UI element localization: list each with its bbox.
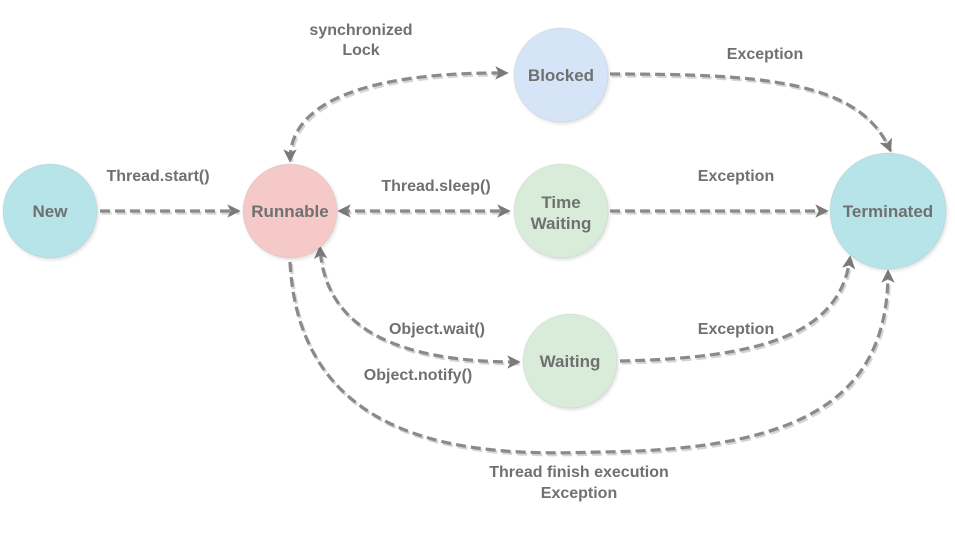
edge-runnable-blocked bbox=[283, 66, 509, 163]
edge-runnable-waiting bbox=[313, 245, 521, 369]
edge-waiting-to-terminated bbox=[619, 255, 856, 363]
label-lock: Lock bbox=[342, 42, 379, 59]
state-runnable-circle bbox=[242, 163, 338, 259]
label-object-wait: Object.wait() bbox=[389, 321, 485, 338]
label-waiting-exception: Exception bbox=[698, 321, 774, 338]
label-thread-start: Thread.start() bbox=[106, 168, 209, 185]
label-blocked-exception: Exception bbox=[727, 46, 803, 63]
state-time-waiting-circle bbox=[513, 163, 609, 259]
state-time-waiting-label-line2: Waiting bbox=[531, 214, 592, 233]
state-blocked: Blocked bbox=[513, 27, 609, 123]
state-waiting-circle bbox=[522, 313, 618, 409]
state-new-label: New bbox=[33, 202, 69, 221]
edge-labels: Thread.start() synchronized Lock Thread.… bbox=[106, 22, 803, 502]
state-time-waiting: Time Waiting bbox=[513, 163, 609, 259]
state-new: New bbox=[2, 163, 98, 259]
state-terminated: Terminated bbox=[829, 152, 947, 270]
label-synchronized: synchronized bbox=[309, 22, 412, 39]
state-runnable: Runnable bbox=[242, 163, 338, 259]
label-thread-sleep: Thread.sleep() bbox=[381, 178, 490, 195]
state-waiting: Waiting bbox=[522, 313, 618, 409]
state-terminated-label: Terminated bbox=[843, 202, 933, 221]
label-thread-finish-execution: Thread finish execution bbox=[489, 464, 669, 481]
label-time-waiting-exception: Exception bbox=[698, 168, 774, 185]
state-time-waiting-label-line1: Time bbox=[541, 193, 580, 212]
label-object-notify: Object.notify() bbox=[364, 367, 472, 384]
state-terminated-circle bbox=[829, 152, 947, 270]
state-runnable-label: Runnable bbox=[251, 202, 328, 221]
label-finish-exception: Exception bbox=[541, 485, 617, 502]
edge-runnable-to-terminated bbox=[288, 261, 895, 455]
edges bbox=[100, 66, 895, 455]
state-waiting-label: Waiting bbox=[540, 352, 601, 371]
state-new-circle bbox=[2, 163, 98, 259]
edge-shadows bbox=[101, 73, 893, 457]
state-blocked-circle bbox=[513, 27, 609, 123]
state-blocked-label: Blocked bbox=[528, 66, 594, 85]
edge-blocked-to-terminated bbox=[609, 72, 892, 153]
